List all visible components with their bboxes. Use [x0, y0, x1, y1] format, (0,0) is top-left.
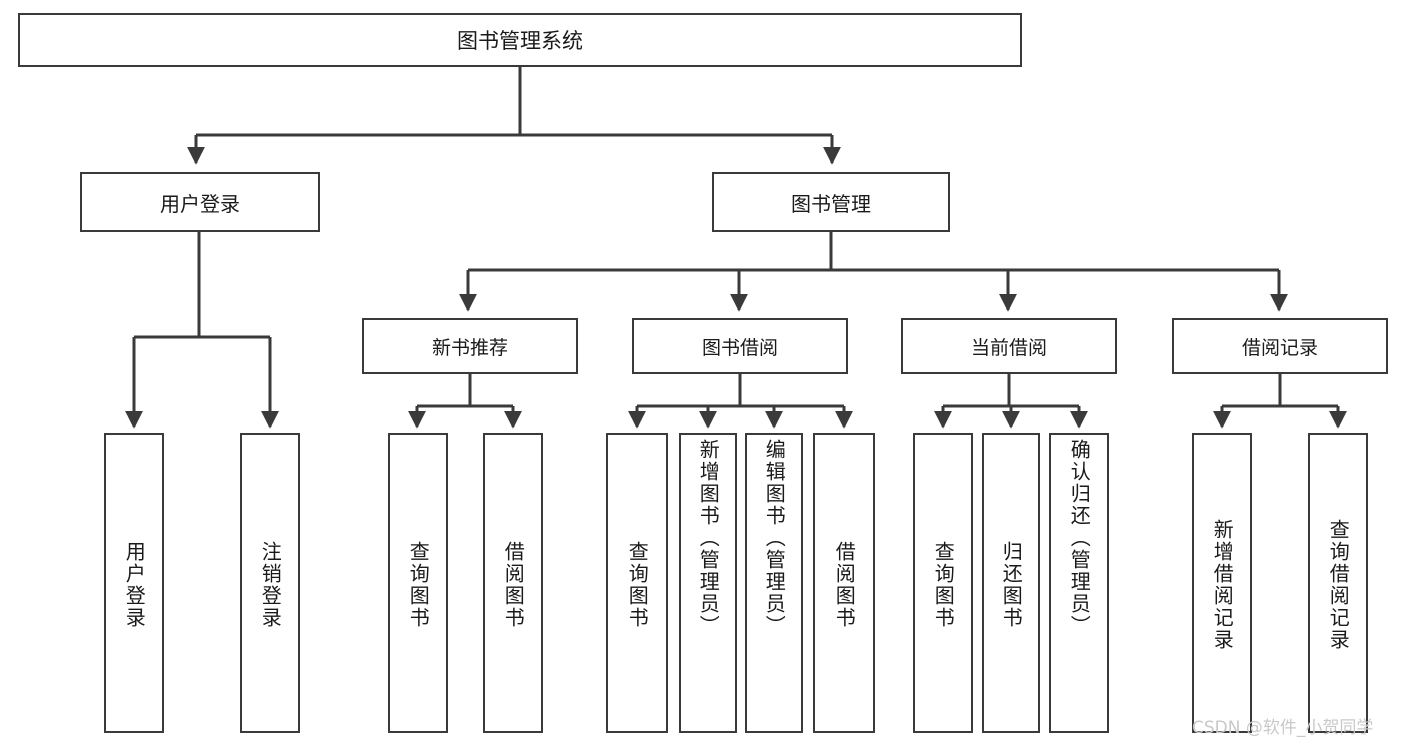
leaf-label: 归还图书	[999, 541, 1024, 629]
node-book-management[interactable]: 图书管理	[712, 172, 950, 232]
node-borrow-record[interactable]: 借阅记录	[1172, 318, 1388, 374]
node-label: 图书管理系统	[457, 29, 583, 53]
leaf-label: 注销登录	[258, 541, 283, 629]
node-new-book-recommend[interactable]: 新书推荐	[362, 318, 578, 374]
node-label: 新书推荐	[431, 336, 508, 359]
leaf-label: 借阅图书	[832, 541, 857, 629]
leaf-edit-book-admin[interactable]: 编辑图书（管理员）	[745, 433, 803, 733]
node-label: 当前借阅	[970, 336, 1047, 359]
node-label: 用户登录	[160, 191, 240, 216]
leaf-return-book[interactable]: 归还图书	[982, 433, 1040, 733]
leaf-query-borrow-record[interactable]: 查询借阅记录	[1308, 433, 1368, 733]
leaf-add-borrow-record[interactable]: 新增借阅记录	[1192, 433, 1252, 733]
leaf-borrow-book[interactable]: 借阅图书	[813, 433, 875, 733]
leaf-query-book-borrow[interactable]: 查询图书	[606, 433, 668, 733]
leaf-label: 查询图书	[931, 541, 956, 629]
leaf-query-book-current[interactable]: 查询图书	[913, 433, 973, 733]
leaf-user-login[interactable]: 用户登录	[104, 433, 164, 733]
leaf-logout-login[interactable]: 注销登录	[240, 433, 300, 733]
leaf-confirm-return-admin[interactable]: 确认归还（管理员）	[1049, 433, 1109, 733]
leaf-label: 借阅图书	[501, 541, 526, 629]
leaf-label: 确认归还（管理员）	[1067, 439, 1092, 637]
leaf-query-book-recommend[interactable]: 查询图书	[388, 433, 448, 733]
node-current-borrow[interactable]: 当前借阅	[901, 318, 1117, 374]
leaf-label: 查询图书	[625, 541, 650, 629]
leaf-add-book-admin[interactable]: 新增图书（管理员）	[679, 433, 737, 733]
leaf-borrow-book-recommend[interactable]: 借阅图书	[483, 433, 543, 733]
leaf-label: 编辑图书（管理员）	[762, 439, 787, 637]
leaf-label: 新增图书（管理员）	[696, 439, 721, 637]
node-label: 图书管理	[791, 191, 871, 216]
node-label: 图书借阅	[701, 336, 778, 359]
node-root-book-management-system[interactable]: 图书管理系统	[18, 13, 1022, 67]
watermark: CSDN @软件_小贺同学	[1192, 718, 1374, 738]
leaf-label: 查询借阅记录	[1326, 519, 1351, 651]
node-label: 借阅记录	[1241, 336, 1318, 359]
node-book-borrow[interactable]: 图书借阅	[632, 318, 848, 374]
node-user-login[interactable]: 用户登录	[80, 172, 320, 232]
leaf-label: 用户登录	[122, 541, 147, 629]
leaf-label: 查询图书	[406, 541, 431, 629]
leaf-label: 新增借阅记录	[1210, 519, 1235, 651]
